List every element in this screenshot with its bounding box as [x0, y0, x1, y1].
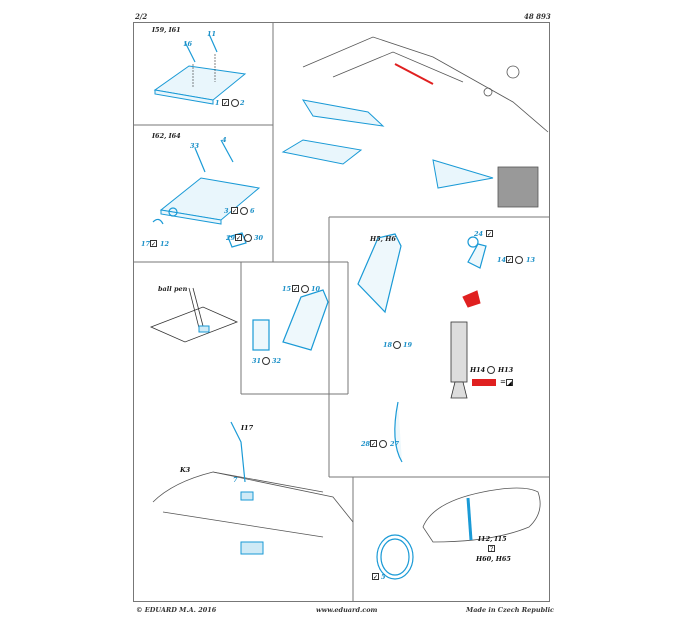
- section-label-ball-pen: ball pen: [158, 285, 188, 293]
- section-label-flap-2: I62, I64: [152, 132, 181, 140]
- part-number: 12: [160, 240, 170, 248]
- website-text: www.eduard.com: [316, 606, 378, 614]
- half-etch-icon: [301, 285, 309, 293]
- part-number: I17: [241, 424, 254, 432]
- part-number: 32: [272, 357, 282, 365]
- half-etch-icon: [487, 366, 495, 374]
- fold-symbol-icon: ✓: [372, 573, 379, 581]
- part-number: 28: [361, 440, 371, 448]
- section-label-seat: H5, H6: [370, 235, 396, 243]
- part-number: H60, H65: [476, 555, 511, 563]
- assembly-drawings: [133, 22, 550, 602]
- part-number: 18: [383, 341, 393, 349]
- part-number: 5: [381, 573, 386, 581]
- part-number: K3: [180, 466, 191, 474]
- fold-symbol-icon: ✓: [150, 240, 157, 248]
- origin-text: Made in Czech Republic: [466, 606, 555, 614]
- half-etch-icon: [240, 207, 248, 215]
- product-code: 48 893: [524, 12, 551, 21]
- half-etch-icon: [379, 440, 387, 448]
- fold-symbol-icon: ✓: [222, 99, 229, 107]
- half-etch-icon: [244, 234, 252, 242]
- part-number: 2: [240, 99, 245, 107]
- part-number: 29: [226, 234, 236, 242]
- part-number: 1: [215, 99, 220, 107]
- fold-symbol-icon: ✓: [506, 256, 513, 264]
- paint-ref-icon: ◢: [506, 379, 513, 387]
- fold-symbol-icon: ✓: [231, 207, 238, 215]
- part-number: 31: [252, 357, 262, 365]
- part-number: 7: [233, 476, 238, 484]
- part-number: 13: [526, 256, 536, 264]
- part-number: 6: [250, 207, 255, 215]
- page-number: 2/2: [135, 12, 148, 21]
- part-number: 3: [224, 207, 229, 215]
- part-number: 11: [207, 30, 217, 38]
- part-number: 27: [390, 440, 400, 448]
- part-number: 24: [474, 230, 484, 238]
- part-number: H14: [470, 366, 486, 374]
- fold-symbol-icon: ✓: [486, 230, 493, 238]
- part-number: 17: [141, 240, 151, 248]
- part-number: 14: [497, 256, 507, 264]
- half-etch-icon: [515, 256, 523, 264]
- section-label-flap-1: I59, I61: [152, 26, 181, 34]
- part-number: I12, I15: [478, 535, 507, 543]
- part-number: 30: [254, 234, 264, 242]
- part-number: 19: [403, 341, 413, 349]
- fold-symbol-icon: ✓: [292, 285, 299, 293]
- part-number: 33: [190, 142, 200, 150]
- part-number: 4: [222, 136, 227, 144]
- part-number: H13: [498, 366, 514, 374]
- part-number: 15: [282, 285, 292, 293]
- sheet-frame: [133, 22, 550, 602]
- part-number: 10: [311, 285, 321, 293]
- part-number: 16: [183, 40, 193, 48]
- half-etch-icon: [393, 341, 401, 349]
- fold-symbol-icon: ✓: [370, 440, 377, 448]
- copyright-text: © EDUARD M.A. 2016: [136, 606, 217, 614]
- half-etch-icon: [231, 99, 239, 107]
- red-color-swatch: [472, 379, 496, 386]
- half-etch-icon: [262, 357, 270, 365]
- question-icon: ?: [488, 545, 495, 553]
- paint-symbol-icon: =: [500, 378, 506, 386]
- fold-symbol-icon: ✓: [235, 234, 242, 242]
